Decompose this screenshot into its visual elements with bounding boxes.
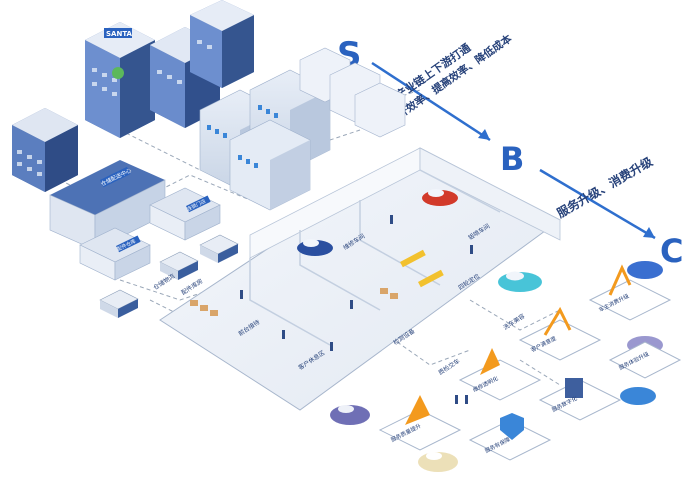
- red-car: [422, 189, 458, 206]
- santa-sign-text: SANTA: [106, 30, 133, 38]
- service-tile-4: 维修透明化: [458, 348, 542, 401]
- shield-icon: [500, 413, 524, 440]
- truck-3: [199, 234, 239, 263]
- mid-office-cluster: [199, 47, 406, 211]
- truck-2: [159, 251, 199, 280]
- trucks: [99, 234, 239, 318]
- zone-label-9: 质检交车: [437, 357, 461, 377]
- blue-car-right-top: [627, 261, 663, 279]
- service-tiles: 服务质量提升 服务有保障 服务数字化 维修透明化 客户满意度: [378, 264, 682, 461]
- yellow-lift: [400, 249, 444, 288]
- truck-1: [99, 289, 139, 318]
- service-tile-3: 服务数字化: [538, 378, 622, 421]
- arrow-head-c: [643, 227, 655, 238]
- workers: [240, 215, 473, 404]
- cyan-car: [498, 271, 542, 292]
- arrow-s-to-b: [371, 61, 491, 142]
- arrow-b-to-c: [539, 168, 656, 240]
- service-tile-1: 服务质量提升: [378, 395, 462, 451]
- service-tile-2: 服务有保障: [468, 413, 552, 461]
- green-logo-icon: [112, 67, 124, 79]
- service-tile-7: 服务体验升级: [608, 341, 682, 379]
- blue-car-right-bottom: [620, 387, 656, 405]
- left-office-towers: SANTA: [12, 0, 254, 192]
- arrow-head-b: [478, 129, 490, 140]
- stage-c-label: C: [660, 232, 683, 270]
- zone-label-10: 仓储物流: [152, 272, 176, 292]
- service-tile-6: 车主消费升级: [588, 264, 672, 321]
- stage-arrows: [371, 61, 656, 240]
- santa-sign-plate: [104, 28, 132, 38]
- parts-shelves: [190, 288, 398, 316]
- blue-car-inside: [297, 239, 333, 256]
- purple-car-bottom: [330, 405, 370, 425]
- zone-label-8: 洗车美容: [502, 312, 526, 332]
- tablet-icon: [565, 378, 583, 398]
- stage-b-label: B: [500, 140, 524, 178]
- beige-car: [418, 452, 458, 472]
- workshop: 前台接待 客户休息区 维修车间 钣喷车间 四轮定位 检测设备 配件库房 洗车美容…: [152, 147, 561, 411]
- service-tile-5: 客户满意度: [518, 306, 602, 361]
- s-b-slogan-line2: 提升效率、提高效率、降低成本: [386, 32, 514, 127]
- warehouse-group: 仓储配送中心 连锁门店 配件仓库: [49, 160, 221, 281]
